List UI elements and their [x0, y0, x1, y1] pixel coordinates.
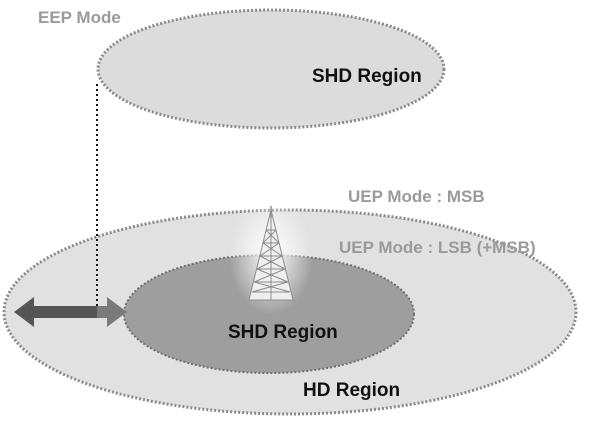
uep-mode-lsb-label: UEP Mode : LSB (+MSB): [339, 238, 536, 257]
shd-region-inner-label: SHD Region: [228, 322, 338, 343]
eep-shd-region-ellipse: [96, 8, 446, 130]
antenna-tower-icon: [248, 206, 294, 301]
uep-mode-msb-label: UEP Mode : MSB: [348, 187, 485, 206]
eep-mode-label: EEP Mode: [38, 8, 121, 27]
double-arrow-icon: [14, 297, 127, 327]
hd-region-label: HD Region: [303, 380, 400, 401]
shd-region-top-label: SHD Region: [312, 66, 422, 87]
